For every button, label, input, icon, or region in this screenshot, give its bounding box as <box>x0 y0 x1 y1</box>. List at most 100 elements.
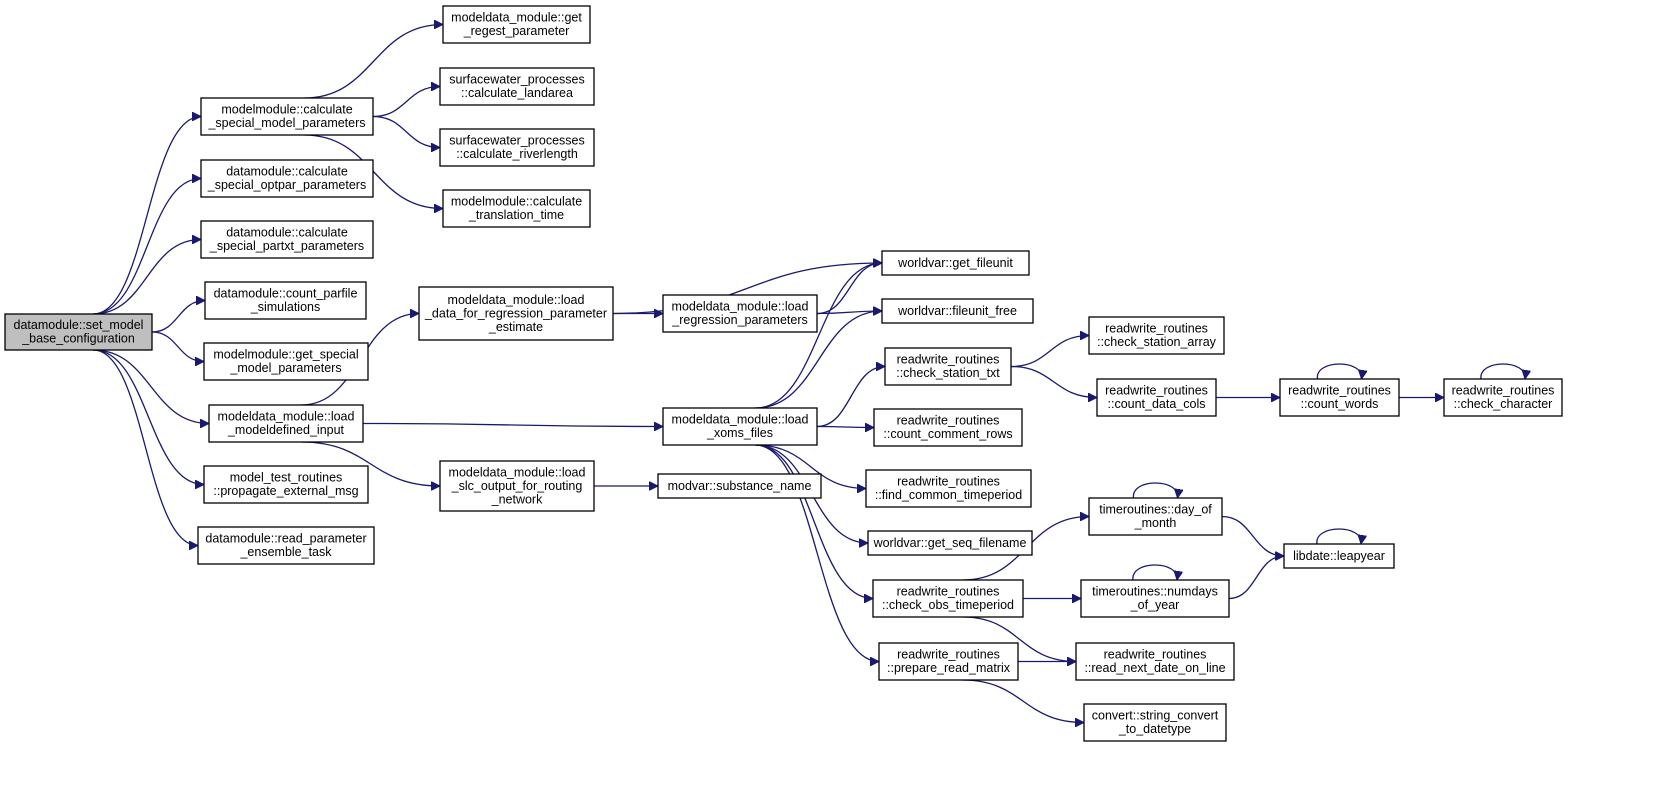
node-label: readwrite_routines <box>897 585 1000 599</box>
node-n22[interactable]: readwrite_routines::find_common_timeperi… <box>865 469 1032 508</box>
node-label: modeldata_module::load <box>218 410 355 424</box>
node-label: _model_parameters <box>229 361 341 375</box>
edge-n1-n9 <box>304 25 443 99</box>
node-box <box>200 97 374 136</box>
node-n17[interactable]: modvar::substance_name <box>657 473 822 499</box>
node-label: _of_year <box>1130 598 1180 612</box>
node-n3[interactable]: datamodule::calculate_special_partxt_par… <box>200 220 374 259</box>
node-box <box>439 128 595 167</box>
node-label: datamodule::calculate <box>226 226 348 240</box>
node-n11[interactable]: surfacewater_processes::calculate_riverl… <box>439 128 595 167</box>
node-n16[interactable]: modeldata_module::load_xoms_files <box>662 407 818 446</box>
node-label: modeldata_module::load <box>448 293 585 307</box>
node-box <box>878 642 1019 681</box>
node-box <box>657 473 822 499</box>
node-n1[interactable]: modelmodule::calculate_special_model_par… <box>200 97 374 136</box>
node-n31[interactable]: convert::string_convert_to_datetype <box>1083 703 1227 742</box>
node-box <box>1096 378 1217 417</box>
node-label: modelmodule::get_special <box>213 348 358 362</box>
node-label: _translation_time <box>468 208 564 222</box>
node-n25[interactable]: readwrite_routines::prepare_read_matrix <box>878 642 1019 681</box>
node-box <box>1088 316 1225 355</box>
node-label: datamodule::calculate <box>226 165 348 179</box>
node-n4[interactable]: datamodule::count_parfile_simulations <box>204 281 367 320</box>
node-n28[interactable]: timeroutines::day_of_month <box>1088 497 1223 536</box>
node-label: ::calculate_landarea <box>461 86 573 100</box>
node-label: modeldata_module::load <box>672 300 809 314</box>
edge-n6-n14 <box>301 441 440 486</box>
node-n12[interactable]: modelmodule::calculate_translation_time <box>442 189 591 228</box>
edge-n0-n6 <box>93 349 209 424</box>
node-label: _simulations <box>250 300 320 314</box>
node-label: ::check_obs_timeperiod <box>882 598 1014 612</box>
node-label: _month <box>1134 516 1177 530</box>
node-n8[interactable]: datamodule::read_parameter_ensemble_task <box>197 526 375 565</box>
node-label: convert::string_convert <box>1092 709 1219 723</box>
node-label: datamodule::set_model <box>14 318 144 332</box>
edge-n0-n5 <box>151 331 204 362</box>
node-label: _to_datetype <box>1118 722 1191 736</box>
node-label: timeroutines::numdays <box>1092 585 1218 599</box>
node-box <box>442 189 591 228</box>
node-n33[interactable]: readwrite_routines::check_character <box>1443 378 1563 417</box>
node-n30[interactable]: readwrite_routines::read_next_date_on_li… <box>1075 642 1235 681</box>
node-box <box>1075 642 1235 681</box>
node-n20[interactable]: readwrite_routines::check_station_txt <box>884 347 1012 386</box>
node-n26[interactable]: readwrite_routines::check_station_array <box>1088 316 1225 355</box>
node-box <box>197 526 375 565</box>
node-box <box>203 465 369 504</box>
node-n0[interactable]: datamodule::set_model_base_configuration <box>4 313 153 351</box>
node-box <box>208 404 364 443</box>
node-n29[interactable]: timeroutines::numdays_of_year <box>1080 579 1230 618</box>
node-label: modelmodule::calculate <box>221 103 352 117</box>
edge-n34-n34 <box>1316 528 1361 544</box>
edge-n16-n24 <box>755 444 873 599</box>
node-box <box>865 469 1032 508</box>
node-n27[interactable]: readwrite_routines::count_data_cols <box>1096 378 1217 417</box>
node-n2[interactable]: datamodule::calculate_special_optpar_par… <box>200 159 374 198</box>
node-n6[interactable]: modeldata_module::load_modeldefined_inpu… <box>208 404 364 443</box>
node-n19[interactable]: worldvar::fileunit_free <box>881 298 1034 324</box>
node-n7[interactable]: model_test_routines::propagate_external_… <box>203 465 369 504</box>
node-label: ::read_next_date_on_line <box>1084 661 1225 675</box>
node-n14[interactable]: modeldata_module::load_slc_output_for_ro… <box>439 460 595 512</box>
node-label: _data_for_regression_parameter <box>424 306 607 320</box>
node-label: ::count_comment_rows <box>883 427 1012 441</box>
edge-n16-n21 <box>816 427 874 428</box>
edge-n29-n34 <box>1228 556 1285 600</box>
node-label: readwrite_routines <box>1104 648 1207 662</box>
edge-n0-n3 <box>93 240 201 315</box>
node-label: _slc_output_for_routing <box>451 479 583 493</box>
node-label: datamodule::read_parameter <box>205 532 366 546</box>
node-label: modeldata_module::load <box>672 413 809 427</box>
edge-n1-n11 <box>372 115 440 148</box>
edge-n0-n1 <box>93 117 201 315</box>
node-label: modeldata_module::get <box>451 11 582 25</box>
node-box <box>884 347 1012 386</box>
node-label: readwrite_routines <box>897 475 1000 489</box>
node-box <box>1088 497 1223 536</box>
node-n13[interactable]: modeldata_module::load_data_for_regressi… <box>418 286 614 341</box>
node-n23[interactable]: worldvar::get_seq_filename <box>867 530 1033 556</box>
node-box <box>1080 579 1230 618</box>
node-label: _base_configuration <box>21 332 135 346</box>
edge-n33-n33 <box>1480 363 1525 379</box>
node-n10[interactable]: surfacewater_processes::calculate_landar… <box>439 67 595 106</box>
edge-n0-n7 <box>93 349 204 485</box>
node-box <box>418 286 614 341</box>
edge-n20-n26 <box>1010 336 1089 368</box>
node-n5[interactable]: modelmodule::get_special_model_parameter… <box>203 342 369 381</box>
node-n21[interactable]: readwrite_routines::count_comment_rows <box>873 408 1023 447</box>
node-n15[interactable]: modeldata_module::load_regression_parame… <box>662 294 818 333</box>
node-label: libdate::leapyear <box>1293 549 1385 563</box>
node-layer: datamodule::set_model_base_configuration… <box>4 5 1563 742</box>
node-n34[interactable]: libdate::leapyear <box>1283 543 1395 569</box>
node-n18[interactable]: worldvar::get_fileunit <box>881 250 1030 276</box>
node-n24[interactable]: readwrite_routines::check_obs_timeperiod <box>872 579 1024 618</box>
node-label: _estimate <box>488 320 543 334</box>
node-label: modvar::substance_name <box>668 479 812 493</box>
edge-n0-n2 <box>93 179 201 315</box>
node-n9[interactable]: modeldata_module::get_regest_parameter <box>442 5 591 44</box>
node-n32[interactable]: readwrite_routines::count_words <box>1279 378 1400 417</box>
node-box <box>439 460 595 512</box>
